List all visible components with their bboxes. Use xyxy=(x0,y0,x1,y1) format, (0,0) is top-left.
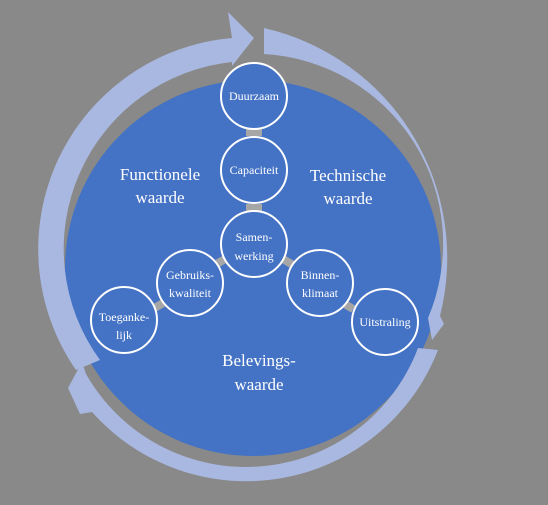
sector-functional-line1: Functionele xyxy=(120,165,200,184)
node-label-capaciteit: Capaciteit xyxy=(230,163,279,177)
node-label-uitstraling: Uitstraling xyxy=(359,315,410,329)
node-center xyxy=(220,210,288,278)
cycle-ring xyxy=(38,12,448,482)
node-label-toegankelijk-line2: lijk xyxy=(116,328,132,342)
sector-experience-line2: waarde xyxy=(234,375,283,394)
node-label-center-line2: werking xyxy=(234,249,273,263)
sector-functional-line2: waarde xyxy=(135,188,184,207)
node-toegankelijk xyxy=(90,286,158,354)
node-label-center-line1: Samen- xyxy=(236,230,273,244)
node-gebruikskwaliteit xyxy=(156,249,224,317)
connector-capaciteit-center xyxy=(246,204,262,213)
cycle-arrow-bottom xyxy=(68,348,438,482)
cycle-arrow-top xyxy=(38,12,255,370)
node-label-binnenklimaat-line1: Binnen- xyxy=(301,268,340,282)
node-label-duurzaam: Duurzaam xyxy=(229,89,280,103)
node-capaciteit xyxy=(220,136,288,204)
node-label-gebruikskwaliteit-line2: kwaliteit xyxy=(169,286,212,300)
sector-experience-line1: Belevings- xyxy=(222,351,296,370)
connector-duurzaam-capaciteit xyxy=(246,128,262,136)
node-duurzaam xyxy=(220,62,288,130)
sector-technical-line1: Technische xyxy=(310,166,386,185)
sector-technical-line2: waarde xyxy=(323,189,372,208)
node-uitstraling xyxy=(351,288,419,356)
node-label-toegankelijk-line1: Toeganke- xyxy=(99,310,149,324)
nodes xyxy=(90,62,419,356)
node-binnenklimaat xyxy=(286,249,354,317)
node-label-binnenklimaat-line2: klimaat xyxy=(302,286,339,300)
node-label-gebruikskwaliteit-line1: Gebruiks- xyxy=(166,268,214,282)
